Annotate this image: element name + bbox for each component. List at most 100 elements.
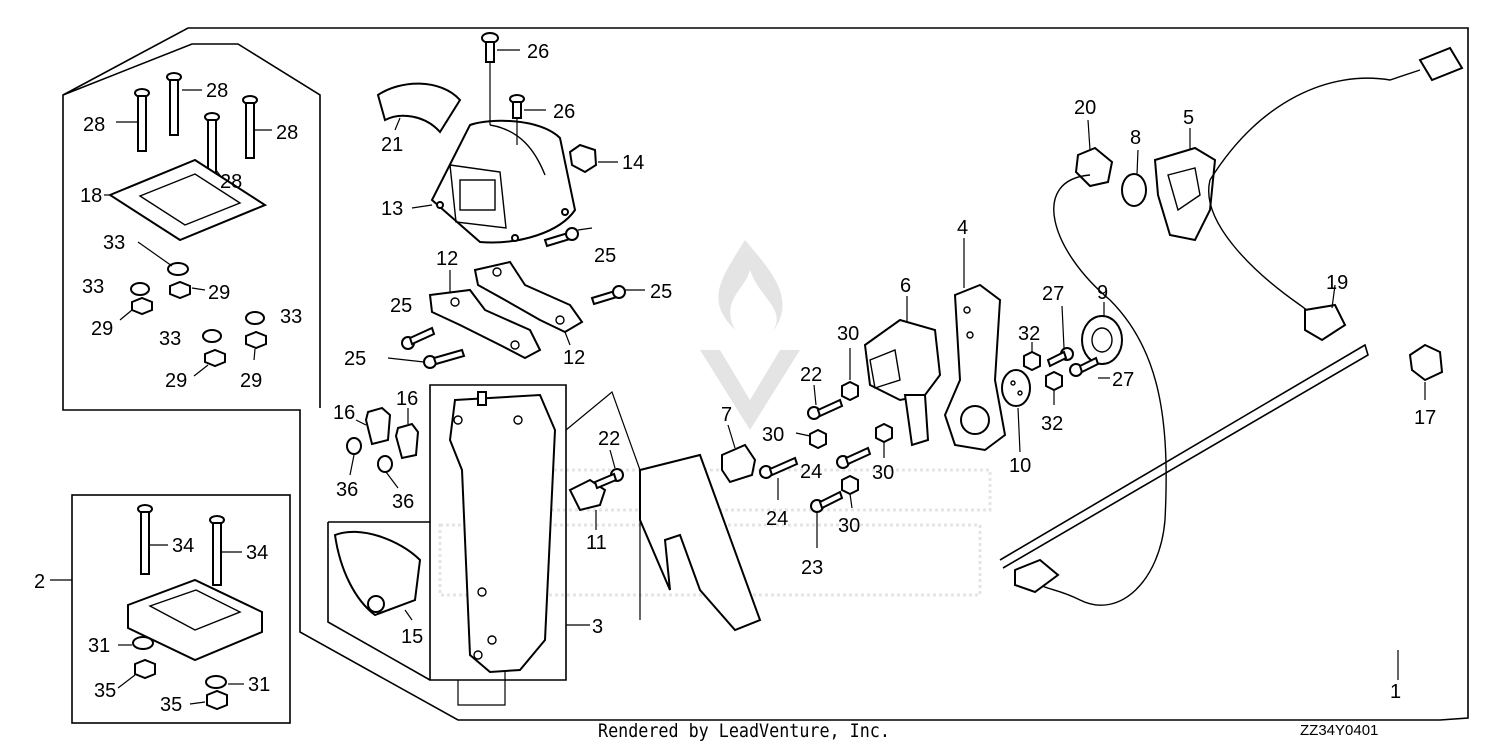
screws-24 (759, 446, 872, 500)
group-3-box-left (327, 521, 431, 681)
clamps-16 (355, 406, 420, 460)
clip-14 (568, 143, 618, 174)
callout-15: 15 (401, 626, 423, 648)
gasket-18 (104, 158, 268, 242)
callout-36a: 36 (336, 479, 358, 501)
knob-9 (1081, 302, 1123, 365)
screw-25-a (543, 227, 593, 248)
callout-18: 18 (80, 185, 102, 207)
kit-2-box (71, 494, 291, 724)
callout-33d: 33 (280, 306, 302, 328)
washers-32 (1023, 342, 1063, 405)
screw-26-top (481, 32, 520, 63)
callout-30a: 30 (837, 323, 859, 345)
callout-13: 13 (381, 198, 403, 220)
callout-8: 8 (1130, 127, 1141, 149)
screws-27 (1046, 305, 1110, 379)
callout-27a: 27 (1042, 283, 1064, 305)
callout-25c: 25 (390, 295, 412, 317)
callout-1: 1 (1390, 681, 1401, 703)
callout-35b: 35 (160, 694, 182, 716)
callout-29c: 29 (165, 370, 187, 392)
callout-24b: 24 (766, 508, 788, 530)
callout-26b: 26 (553, 101, 575, 123)
callout-29d: 29 (240, 370, 262, 392)
plate-3 (448, 391, 590, 706)
callout-28a: 28 (83, 114, 105, 136)
callout-31b: 31 (248, 674, 270, 696)
plug-17 (1408, 343, 1444, 400)
grommet-8 (1121, 149, 1147, 207)
housing-6 (863, 296, 942, 447)
callout-28b: 28 (206, 80, 228, 102)
callout-16b: 16 (396, 388, 418, 410)
bracket-12-right (473, 260, 584, 346)
callout-22b: 22 (598, 428, 620, 450)
screw-22-right (807, 384, 844, 420)
callout-33a: 33 (103, 232, 125, 254)
screw-25-c (401, 326, 436, 350)
callout-4: 4 (957, 217, 968, 239)
lever-4 (943, 238, 1007, 452)
screw-22-left (593, 449, 624, 490)
callout-30b: 30 (762, 424, 784, 446)
callout-12a: 12 (436, 248, 458, 270)
screw-26-mid (509, 94, 546, 119)
bracket-18-subset (62, 43, 321, 408)
kit-2-contents (50, 504, 263, 711)
callout-11: 11 (586, 532, 607, 554)
callout-36b: 36 (392, 491, 414, 513)
callout-26a: 26 (527, 41, 549, 63)
callout-32a: 32 (1018, 323, 1040, 345)
washer-10 (1001, 369, 1031, 453)
callout-2: 2 (34, 571, 45, 593)
cover-21 (376, 82, 462, 134)
callout-33b: 33 (82, 276, 104, 298)
callout-34b: 34 (246, 542, 268, 564)
screw-25-b (590, 285, 645, 306)
assembly-boundary (62, 27, 1469, 721)
nuts-36 (346, 437, 399, 489)
washers-33-nuts-29 (119, 241, 267, 377)
callout-10: 10 (1009, 455, 1031, 477)
wire-harness-1 (1014, 46, 1464, 680)
callout-12b: 12 (563, 347, 585, 369)
callout-14: 14 (622, 152, 644, 174)
callout-29b: 29 (91, 318, 113, 340)
harness-region (999, 343, 1369, 569)
callout-24a: 24 (800, 461, 822, 483)
callout-7: 7 (721, 404, 732, 426)
callout-30c: 30 (872, 462, 894, 484)
group-3-box (429, 384, 567, 681)
callout-5: 5 (1183, 107, 1194, 129)
callout-30d: 30 (838, 515, 860, 537)
screw-23 (810, 490, 844, 548)
callout-27b: 27 (1112, 369, 1134, 391)
cover-13 (411, 62, 577, 244)
callout-3: 3 (592, 616, 603, 638)
callout-33c: 33 (159, 328, 181, 350)
callout-34a: 34 (172, 535, 194, 557)
bracket-12-left (428, 270, 542, 360)
callout-32b: 32 (1041, 413, 1063, 435)
screw-25-d (387, 348, 466, 369)
nuts-30 (795, 348, 893, 509)
callout-20: 20 (1074, 97, 1096, 119)
callout-9: 9 (1097, 282, 1108, 304)
callout-28c: 28 (276, 122, 298, 144)
callout-35a: 35 (94, 680, 116, 702)
callout-28d: 28 (220, 171, 242, 193)
callout-labels: 1 2 3 4 5 6 7 8 9 10 11 12 12 13 14 15 1… (34, 41, 1436, 716)
leader-3-sheet (565, 390, 641, 620)
callout-16a: 16 (333, 402, 355, 424)
callout-29a: 29 (208, 282, 230, 304)
callout-17: 17 (1414, 407, 1436, 429)
callout-25d: 25 (344, 348, 366, 370)
callout-6: 6 (900, 275, 911, 297)
connector-20 (1074, 119, 1114, 188)
diagram-code: ZZ34Y0401 (1300, 722, 1379, 739)
callout-22a: 22 (800, 364, 822, 386)
callout-25b: 25 (650, 281, 672, 303)
